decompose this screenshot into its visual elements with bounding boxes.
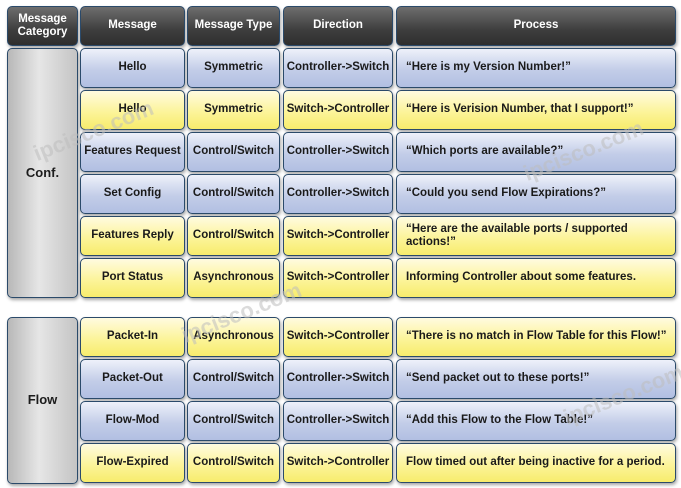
cell-process: “Here is Verision Number, that I support… bbox=[396, 90, 676, 130]
cell-type: Control/Switch bbox=[187, 216, 280, 256]
header-type: Message Type bbox=[187, 6, 280, 46]
cell-process: Informing Controller about some features… bbox=[396, 258, 676, 298]
cell-process: “Which ports are available?” bbox=[396, 132, 676, 172]
cell-process: “Add this Flow to the Flow Table!” bbox=[396, 401, 676, 441]
header-process: Process bbox=[396, 6, 676, 46]
cell-type: Control/Switch bbox=[187, 174, 280, 214]
cell-type: Asynchronous bbox=[187, 317, 280, 357]
cell-message: Set Config bbox=[80, 174, 185, 214]
header-message: Message bbox=[80, 6, 185, 46]
cell-type: Control/Switch bbox=[187, 401, 280, 441]
cell-process: “Could you send Flow Expirations?” bbox=[396, 174, 676, 214]
cell-message: Flow-Expired bbox=[80, 443, 185, 483]
cell-message: Port Status bbox=[80, 258, 185, 298]
cell-direction: Controller->Switch bbox=[283, 359, 393, 399]
category-flow: Flow bbox=[7, 317, 78, 484]
cell-direction: Switch->Controller bbox=[283, 90, 393, 130]
cell-process: “Send packet out to these ports!” bbox=[396, 359, 676, 399]
cell-message: Hello bbox=[80, 90, 185, 130]
cell-process: “Here are the available ports / supporte… bbox=[396, 216, 676, 256]
cell-message: Flow-Mod bbox=[80, 401, 185, 441]
header-direction: Direction bbox=[283, 6, 393, 46]
cell-type: Symmetric bbox=[187, 90, 280, 130]
cell-direction: Controller->Switch bbox=[283, 132, 393, 172]
cell-direction: Switch->Controller bbox=[283, 258, 393, 298]
cell-type: Control/Switch bbox=[187, 359, 280, 399]
category-conf: Conf. bbox=[7, 48, 78, 298]
cell-type: Control/Switch bbox=[187, 443, 280, 483]
cell-type: Asynchronous bbox=[187, 258, 280, 298]
cell-direction: Controller->Switch bbox=[283, 48, 393, 88]
cell-direction: Switch->Controller bbox=[283, 443, 393, 483]
cell-type: Control/Switch bbox=[187, 132, 280, 172]
cell-message: Packet-In bbox=[80, 317, 185, 357]
cell-message: Hello bbox=[80, 48, 185, 88]
cell-direction: Controller->Switch bbox=[283, 401, 393, 441]
cell-direction: Switch->Controller bbox=[283, 216, 393, 256]
cell-direction: Switch->Controller bbox=[283, 317, 393, 357]
header-category: Message Category bbox=[7, 6, 78, 46]
cell-message: Features Reply bbox=[80, 216, 185, 256]
cell-process: “There is no match in Flow Table for thi… bbox=[396, 317, 676, 357]
cell-process: “Here is my Version Number!” bbox=[396, 48, 676, 88]
cell-type: Symmetric bbox=[187, 48, 280, 88]
cell-message: Features Request bbox=[80, 132, 185, 172]
cell-process: Flow timed out after being inactive for … bbox=[396, 443, 676, 483]
cell-message: Packet-Out bbox=[80, 359, 185, 399]
cell-direction: Controller->Switch bbox=[283, 174, 393, 214]
